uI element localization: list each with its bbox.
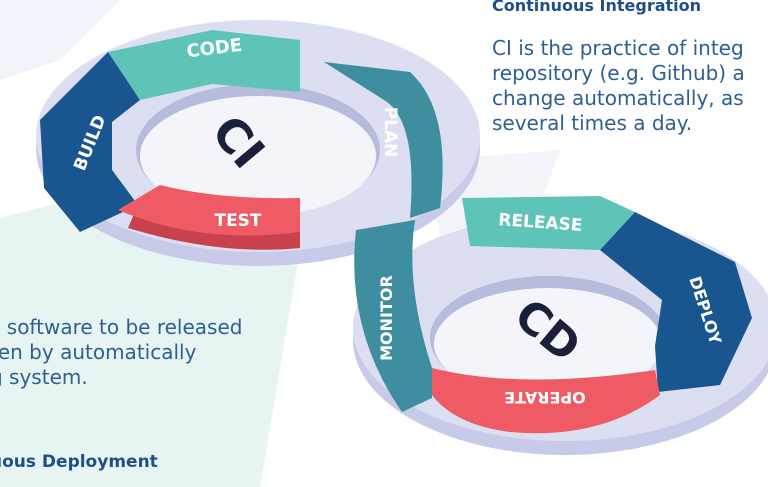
- label-monitor: MONITOR: [377, 275, 396, 361]
- cd-description: s software to be released ten by automat…: [0, 315, 320, 390]
- ci-description-line: several times a day.: [492, 111, 693, 135]
- cd-segment-deploy: [600, 212, 752, 392]
- ci-segment-plan: [324, 62, 443, 218]
- cd-description-line: ten by automatically: [0, 340, 197, 364]
- label-plan: PLAN: [380, 107, 400, 158]
- ci-hole: [140, 96, 376, 216]
- cd-heading: uous Deployment: [0, 452, 158, 472]
- cd-description-line: g system.: [0, 365, 88, 389]
- ci-segment-test: [118, 185, 300, 236]
- cd-description-line: s software to be released: [0, 315, 243, 339]
- cd-segment-operate: [432, 368, 660, 434]
- bg-shape-top-left: [0, 0, 120, 80]
- ci-description-line: repository (e.g. Github) a: [492, 61, 745, 85]
- ci-heading: Continuous Integration: [492, 0, 702, 15]
- ci-description-line: change automatically, as: [492, 86, 744, 110]
- cd-segment-monitor: [354, 220, 432, 412]
- ci-description: CI is the practice of integ repository (…: [492, 36, 768, 136]
- label-test: TEST: [214, 211, 261, 231]
- cd-segment-release: [462, 196, 635, 250]
- ci-segment-build: [40, 52, 140, 232]
- ci-segment-code: [108, 30, 300, 100]
- ci-description-line: CI is the practice of integ: [492, 36, 744, 60]
- cd-hole: [434, 288, 662, 400]
- label-operate: OPERATE: [504, 388, 586, 407]
